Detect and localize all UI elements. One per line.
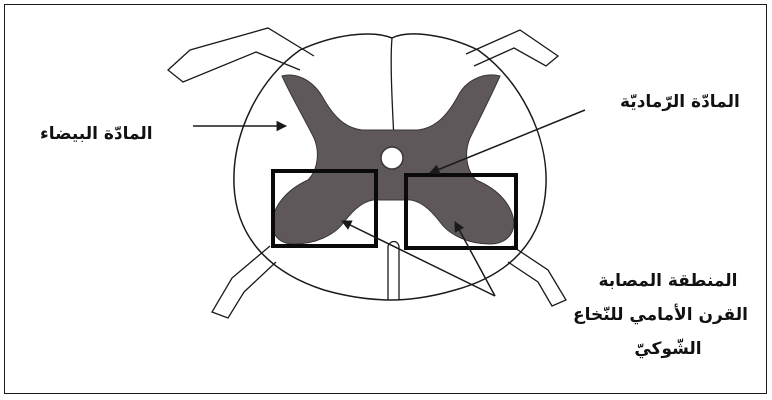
label-affected-line3: الشّوكيّ — [588, 332, 748, 366]
label-grey-matter: المادّة الرّماديّة — [620, 92, 740, 112]
label-white-matter: المادّة البيضاء — [40, 124, 153, 144]
label-affected-line1: المنطقة المصابة — [588, 264, 748, 298]
central-canal — [381, 147, 403, 169]
label-affected-line2: القرن الأمامي للنّخاع — [588, 298, 748, 332]
label-affected-area: المنطقة المصابة القرن الأمامي للنّخاع ال… — [588, 264, 748, 366]
